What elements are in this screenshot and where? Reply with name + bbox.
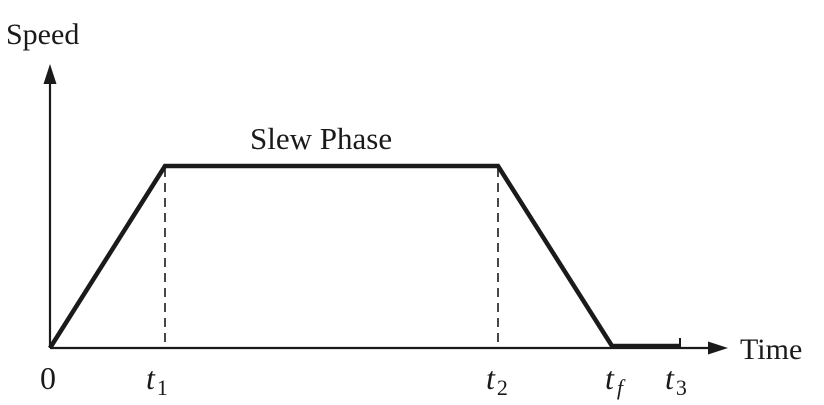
tick-label-t2: t2 (486, 360, 508, 400)
y-axis-arrowhead (43, 64, 57, 84)
x-axis-title: Time (740, 333, 802, 366)
slew-phase-label: Slew Phase (250, 121, 392, 156)
tick-label-t1: t1 (146, 360, 168, 400)
y-axis-title: Speed (6, 18, 79, 51)
tick-label-origin: 0 (40, 360, 56, 396)
tick-label-t3: t3 (665, 360, 687, 400)
x-axis-arrowhead (708, 341, 728, 355)
speed-profile-curve (48, 163, 680, 350)
